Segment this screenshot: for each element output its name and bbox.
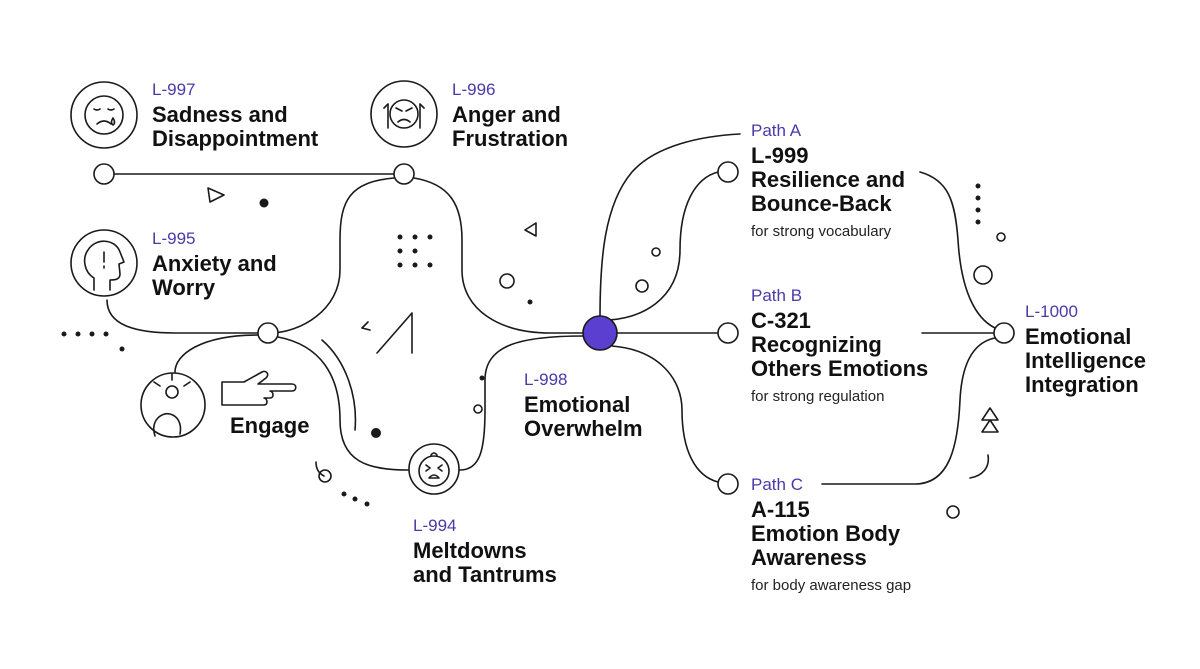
triangle-decor (361, 321, 371, 331)
junction-path-b[interactable] (717, 322, 739, 344)
node-title: Sadness and Disappointment (152, 102, 319, 151)
frustrated-face-icon (370, 80, 438, 148)
pointing-hand-icon (221, 370, 297, 406)
connector-merge-engage (174, 334, 259, 373)
node-code: L-1000 (1025, 302, 1078, 321)
node-note: for strong regulation (751, 388, 885, 405)
connector-l995-merge (106, 299, 261, 334)
curve-decor-bottom-left (315, 461, 325, 477)
node-title: Recognizing Others Emotions (751, 332, 929, 381)
junction-circles (93, 161, 1015, 495)
path-label: Path A (751, 121, 802, 140)
node-code: L-996 (452, 80, 496, 99)
node-note: for body awareness gap (751, 577, 912, 594)
node-code-title: C-321 (751, 308, 811, 333)
connectors (106, 133, 996, 485)
connector-l996-hub-upper (269, 177, 395, 334)
node-code-title: L-999 (751, 143, 809, 168)
junction-l1000[interactable] (993, 322, 1015, 344)
circle-decor (473, 404, 483, 414)
connector-path-a-l1000 (919, 171, 996, 329)
connector-l994-hub (459, 335, 585, 471)
curve-decor-right (969, 454, 990, 479)
node-title: Emotional Intelligence Integration (1025, 324, 1147, 397)
dot-decor (397, 234, 403, 240)
dot-decor (259, 198, 269, 208)
engage-person-icon (140, 372, 206, 438)
node-title: Anxiety and Worry (152, 251, 277, 300)
path-label: Path B (751, 286, 803, 305)
circle-decor (996, 232, 1006, 242)
node-path-b[interactable]: Path B C-321 Recognizing Others Emotions… (751, 286, 928, 406)
node-l996[interactable]: L-996 Anger and Frustration (452, 80, 568, 151)
connector-hub-top (599, 133, 741, 319)
node-code: L-998 (524, 370, 568, 389)
decor-dots (61, 183, 981, 507)
node-l998[interactable]: L-998 Emotional Overwhelm (524, 370, 643, 441)
node-l994[interactable]: L-994 Meltdowns and Tantrums (413, 516, 557, 587)
dot-decor (371, 428, 381, 438)
dot-decor (61, 331, 67, 337)
dot-decor (527, 299, 533, 305)
connector-merge-l994 (277, 336, 409, 471)
node-title: Anger and Frustration (452, 102, 569, 151)
connector-path-c-l1000 (821, 337, 996, 485)
path-label: Path C (751, 475, 803, 494)
anxious-head-icon (70, 229, 138, 297)
crying-baby-icon (408, 443, 460, 495)
node-l997[interactable]: L-997 Sadness and Disappointment (152, 80, 318, 151)
junction-merge[interactable] (257, 322, 279, 344)
triangle-decor (207, 187, 225, 203)
node-note: for strong vocabulary (751, 223, 892, 240)
circle-decor (973, 265, 993, 285)
triangle-decor (524, 222, 537, 237)
node-code: L-997 (152, 80, 196, 99)
dot-decor (397, 262, 403, 268)
circle-decor (318, 469, 332, 483)
triangle-decor (981, 407, 999, 433)
connector-arc-decor (321, 339, 357, 431)
circle-decor (499, 273, 515, 289)
decor-circles (318, 232, 1006, 519)
decor-triangles (207, 187, 999, 433)
circle-decor (946, 505, 960, 519)
connector-l996-hub-right (413, 177, 585, 334)
dot-decor (119, 346, 125, 352)
dot-decor (975, 183, 981, 189)
node-title: Resilience and Bounce-Back (751, 167, 906, 216)
dot-decor (341, 491, 347, 497)
connector-hub-path-c (611, 345, 719, 483)
engage-label[interactable]: Engage (230, 413, 310, 438)
node-code-title: A-115 (751, 497, 810, 522)
junction-path-c[interactable] (717, 473, 739, 495)
node-path-c[interactable]: Path C A-115 Emotion Body Awareness for … (751, 475, 911, 595)
connector-hub-path-a (603, 171, 719, 321)
dot-decor (397, 248, 403, 254)
junction-path-a[interactable] (717, 161, 739, 183)
node-code: L-994 (413, 516, 457, 535)
node-l995[interactable]: L-995 Anxiety and Worry (152, 229, 277, 300)
triangle-decor (376, 312, 413, 354)
circle-decor (635, 279, 649, 293)
node-title: Emotion Body Awareness (751, 521, 901, 570)
junction-l997[interactable] (93, 163, 115, 185)
dot-decor (479, 375, 485, 381)
sad-face-icon (70, 81, 138, 149)
node-title: Meltdowns and Tantrums (413, 538, 557, 587)
junction-l996[interactable] (393, 163, 415, 185)
node-code: L-995 (152, 229, 196, 248)
hub-node-l998[interactable] (582, 315, 618, 351)
node-title: Emotional Overwhelm (524, 392, 643, 441)
node-path-a[interactable]: Path A L-999 Resilience and Bounce-Back … (751, 121, 905, 241)
node-l1000[interactable]: L-1000 Emotional Intelligence Integratio… (1025, 302, 1146, 397)
circle-decor (651, 247, 661, 257)
